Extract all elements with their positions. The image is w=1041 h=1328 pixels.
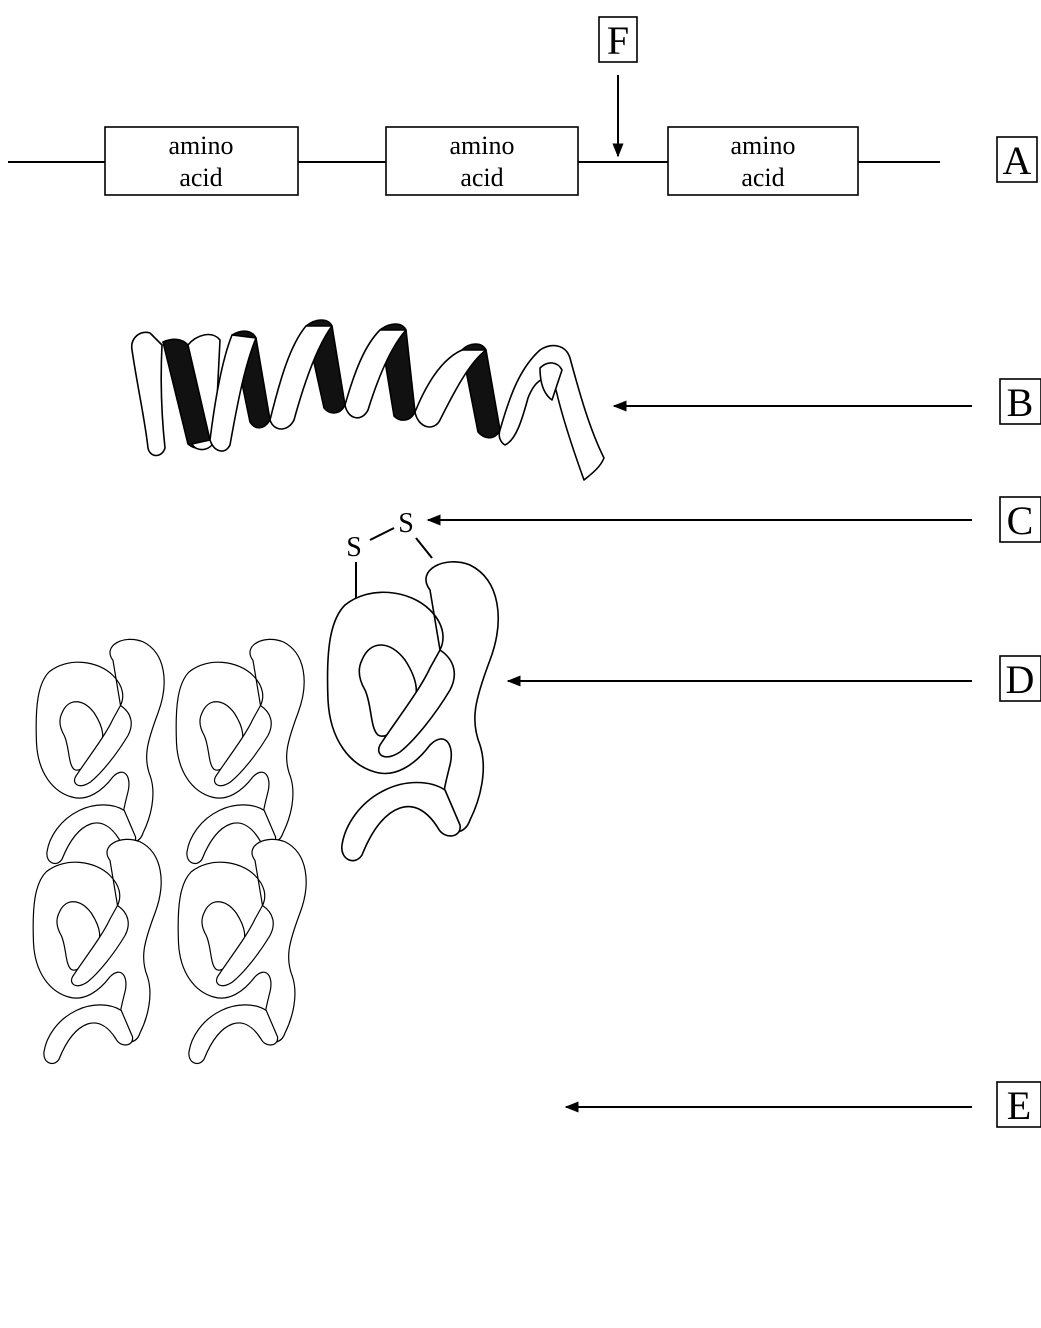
label-e-group: E xyxy=(997,1082,1041,1128)
amino-acid-label-line2: acid xyxy=(179,163,222,192)
subunit xyxy=(176,639,304,863)
alpha-helix xyxy=(132,320,604,480)
primary-structure-chain: amino acid amino acid amino acid xyxy=(8,127,940,195)
label-d-group: D xyxy=(1000,656,1041,702)
amino-acid-label-line2: acid xyxy=(741,163,784,192)
amino-acid-label-line1: amino xyxy=(169,131,234,160)
label-b-group: B xyxy=(1000,379,1041,425)
tertiary-structure xyxy=(328,562,499,861)
disulfide-bond xyxy=(370,528,394,540)
label-f-group: F xyxy=(599,17,637,156)
label-d: D xyxy=(1006,657,1035,702)
subunit xyxy=(33,839,161,1063)
subunit xyxy=(178,839,306,1063)
subunit xyxy=(36,639,164,863)
sulfur-atom: S xyxy=(398,508,414,539)
label-e: E xyxy=(1007,1083,1031,1128)
amino-acid-box: amino acid xyxy=(668,127,858,195)
amino-acid-label-line1: amino xyxy=(731,131,796,160)
amino-acid-label-line2: acid xyxy=(460,163,503,192)
label-b: B xyxy=(1007,380,1034,425)
label-c: C xyxy=(1007,498,1034,543)
amino-acid-box: amino acid xyxy=(386,127,578,195)
quaternary-structure xyxy=(33,639,306,1063)
label-f: F xyxy=(607,18,629,63)
chain-link xyxy=(416,538,432,558)
sulfur-atom: S xyxy=(346,532,362,563)
label-a: A xyxy=(1003,138,1032,183)
label-a-group: A xyxy=(997,137,1037,183)
disulfide-bridge: S S xyxy=(346,508,432,598)
amino-acid-label-line1: amino xyxy=(450,131,515,160)
label-c-group: C xyxy=(1000,497,1041,543)
amino-acid-box: amino acid xyxy=(105,127,298,195)
